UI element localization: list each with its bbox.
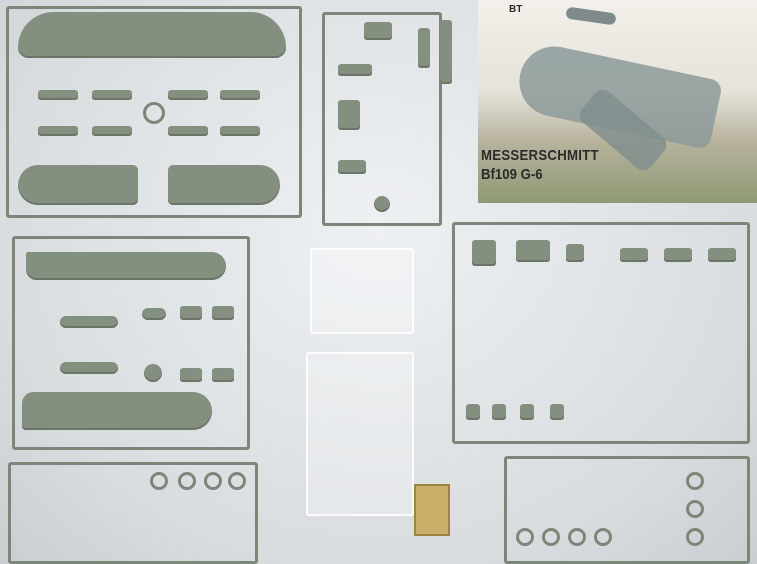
part-small	[466, 404, 480, 420]
part-lower-wing-left	[18, 165, 138, 205]
part-small	[520, 404, 534, 420]
part-small	[418, 28, 430, 68]
part-wheel	[542, 528, 560, 546]
part-small	[440, 20, 452, 84]
box-title-line-2: Bf109 G-6	[481, 166, 543, 183]
part-fuselage-half	[22, 392, 212, 430]
part-small	[338, 160, 366, 174]
part-small	[338, 64, 372, 76]
part-small	[142, 308, 166, 320]
part-small	[472, 240, 496, 266]
box-art: BT MESSERSCHMITT Bf109 G-6	[478, 0, 757, 203]
part-wheel	[150, 472, 168, 490]
part-flap	[92, 90, 132, 100]
photo-etch-fret	[414, 484, 450, 536]
part-wheel	[204, 472, 222, 490]
part-flap	[168, 126, 208, 136]
sprue-detail-parts	[452, 222, 750, 444]
part-flap	[38, 126, 78, 136]
part-lower-wing-right	[168, 165, 280, 205]
sprue-fuselage	[12, 236, 250, 450]
sprue-ring	[143, 102, 165, 124]
part-flap	[92, 126, 132, 136]
sprue-clear-parts	[310, 248, 414, 334]
part-small	[492, 404, 506, 420]
sprue-small-parts	[322, 12, 442, 226]
part-small	[180, 306, 202, 320]
part-small	[516, 240, 550, 262]
sprue-clear-parts	[306, 352, 414, 516]
part-wheel	[228, 472, 246, 490]
part-flap	[220, 126, 260, 136]
part-small	[620, 248, 648, 262]
part-drop-tank	[60, 316, 118, 328]
part-wheel	[516, 528, 534, 546]
part-wheel	[178, 472, 196, 490]
part-wheel	[686, 500, 704, 518]
part-small	[550, 404, 564, 420]
part-wheel	[568, 528, 586, 546]
part-small	[566, 244, 584, 262]
part-small	[374, 196, 390, 212]
part-flap	[38, 90, 78, 100]
part-flap	[220, 90, 260, 100]
sprue-wings	[6, 6, 302, 218]
part-wheel	[686, 528, 704, 546]
part-small	[708, 248, 736, 262]
part-small	[664, 248, 692, 262]
part-wheel	[594, 528, 612, 546]
sprue-wheels-left	[8, 462, 258, 564]
part-fuselage-half	[26, 252, 226, 280]
sprue-wheels-right	[504, 456, 750, 564]
brand-logo: BT	[509, 4, 523, 15]
part-small	[144, 364, 162, 382]
part-small	[212, 306, 234, 320]
part-wheel	[686, 472, 704, 490]
part-small	[338, 100, 360, 130]
part-small	[364, 22, 392, 40]
part-drop-tank	[60, 362, 118, 374]
part-flap	[168, 90, 208, 100]
box-title-line-1: MESSERSCHMITT	[481, 147, 599, 164]
part-small	[180, 368, 202, 382]
part-upper-wing	[18, 12, 286, 58]
part-small	[212, 368, 234, 382]
aircraft-small-illustration	[565, 6, 617, 26]
